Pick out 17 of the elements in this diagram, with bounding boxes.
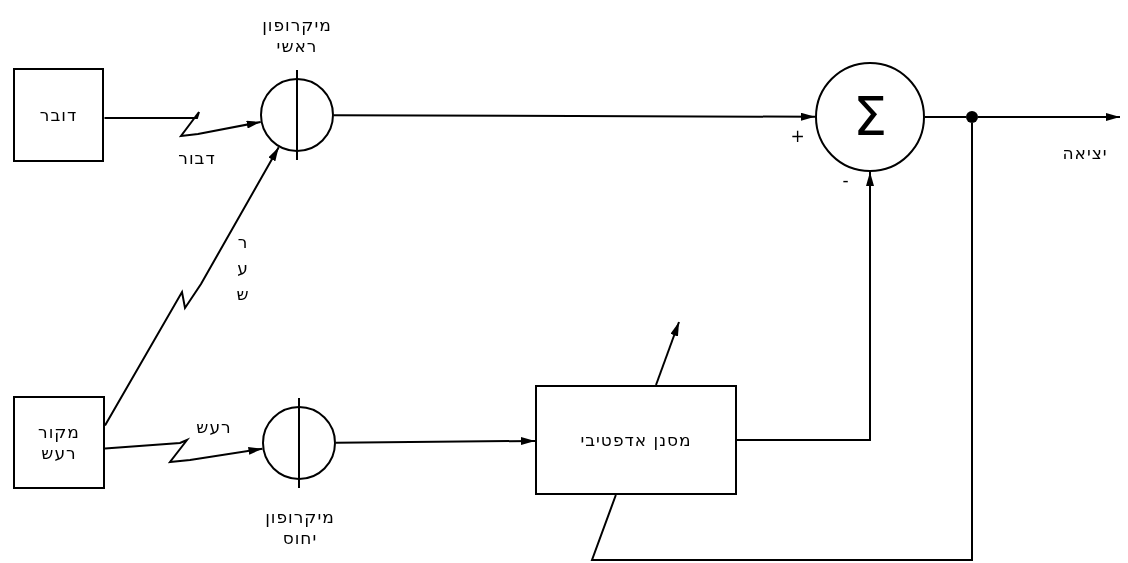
summing-junction: Σ xyxy=(815,62,925,172)
arrow xyxy=(104,437,264,464)
signal-label: - xyxy=(842,169,850,191)
arrow xyxy=(335,437,536,445)
microphone-label: מיקרופון ראשי xyxy=(261,15,333,57)
arrow xyxy=(333,112,816,121)
signal-label: + xyxy=(790,125,806,147)
signal-label: יציאה xyxy=(1062,142,1108,164)
arrow xyxy=(977,113,1121,121)
block-box: דובר xyxy=(13,68,104,162)
junction-dot xyxy=(966,111,978,123)
block-box: מקור רעש xyxy=(13,396,105,489)
arrow xyxy=(103,111,262,138)
arrow xyxy=(104,146,280,427)
microphone-label: מיקרופון יחוס xyxy=(264,507,336,549)
block-box: מסנן אדפטיבי xyxy=(535,385,737,495)
arrow xyxy=(736,171,874,441)
